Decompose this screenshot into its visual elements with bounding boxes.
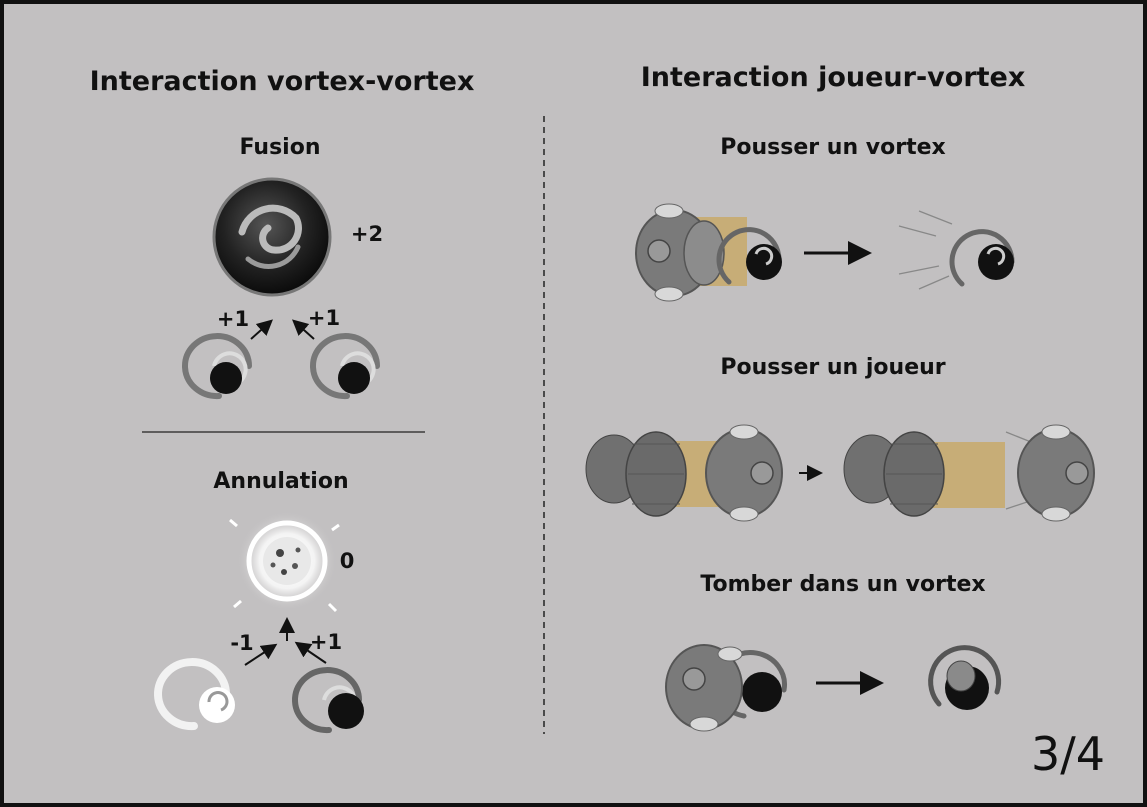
illustration-layer — [142, 116, 1095, 734]
fusion-result-label: +2 — [350, 222, 384, 246]
player-icon — [705, 424, 783, 522]
creature-icon — [843, 431, 945, 517]
left-section-title: Interaction vortex-vortex — [89, 66, 475, 97]
player-in-vortex-icon — [928, 645, 1002, 710]
right-section-title: Interaction joueur-vortex — [640, 62, 1026, 93]
fusion-title: Fusion — [239, 135, 321, 160]
push-vortex-title: Pousser un vortex — [720, 135, 946, 160]
creature-icon — [585, 431, 687, 517]
white-vortex-icon — [154, 658, 235, 731]
burst-icon — [229, 511, 340, 613]
vortex-icon — [182, 333, 252, 400]
fusion-left-label: +1 — [216, 307, 250, 331]
player-icon — [1017, 424, 1095, 522]
speed-lines — [898, 210, 953, 290]
annulation-left-label: -1 — [230, 631, 254, 655]
annulation-arrow-left — [244, 643, 278, 666]
player-icon — [635, 203, 725, 302]
annulation-result-label: 0 — [339, 549, 355, 573]
fusion-right-label: +1 — [307, 306, 341, 330]
annulation-title: Annulation — [213, 469, 349, 494]
annulation-arrow-right — [294, 641, 327, 664]
push-player-title: Pousser un joueur — [720, 355, 946, 380]
vortex-icon — [949, 229, 1015, 287]
vortex-icon — [292, 667, 364, 734]
page-number: 3/4 — [1030, 727, 1105, 781]
fall-vortex-title: Tomber dans un vortex — [700, 572, 986, 597]
player-icon — [665, 644, 743, 732]
vortex-icon — [716, 227, 782, 285]
fusion-arrow-left — [250, 319, 273, 340]
vortex-icon — [310, 333, 380, 400]
fusion-arrow-right — [292, 319, 315, 340]
annulation-right-label: +1 — [309, 630, 343, 654]
big-vortex-icon — [212, 177, 332, 297]
